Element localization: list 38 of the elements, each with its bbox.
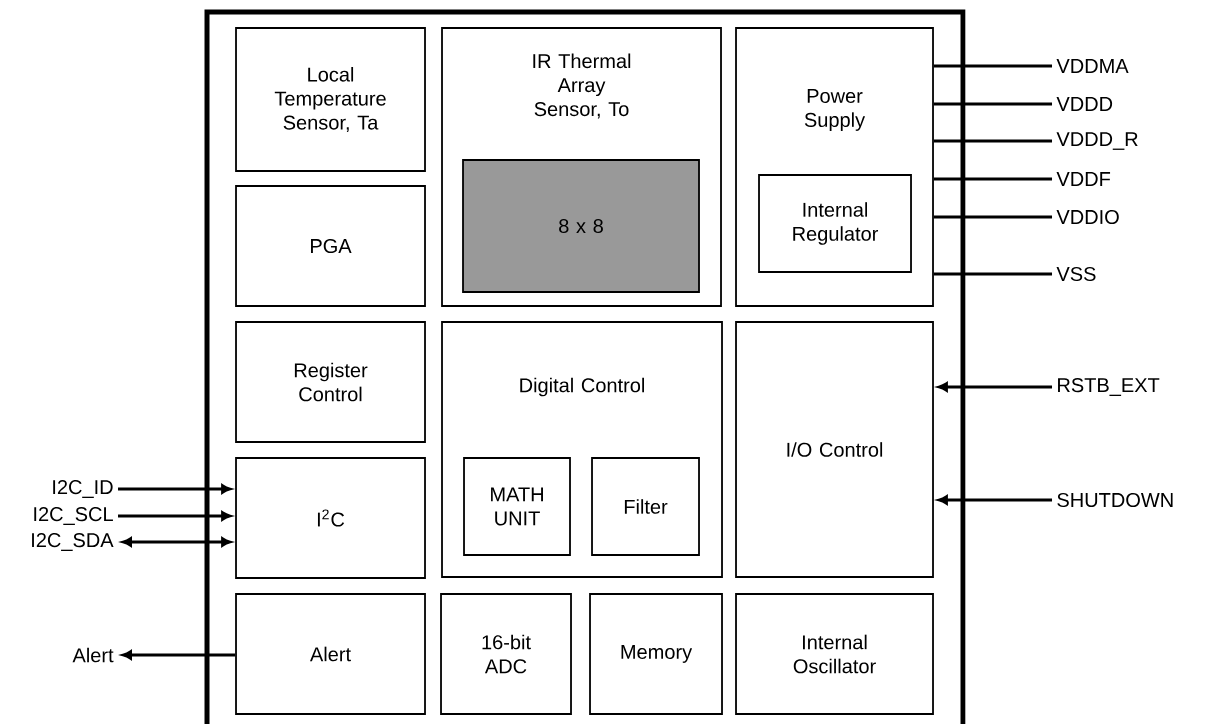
arrow <box>118 484 232 494</box>
pin-line <box>933 102 1052 106</box>
block-box: Internal Oscillator <box>735 593 934 715</box>
block-box: Register Control <box>235 321 426 443</box>
pin-label: Alert <box>72 647 114 663</box>
block-box: Local Temperature Sensor, Ta <box>235 27 426 172</box>
chip-outline <box>204 9 966 724</box>
block-box: I$^{2}$C <box>235 457 426 579</box>
block-box: Filter <box>591 457 700 556</box>
arrow <box>118 511 232 521</box>
pin-label: VDDF <box>1056 172 1111 186</box>
block-box: MATH UNIT <box>463 457 571 556</box>
block-box: PGA <box>235 185 426 307</box>
sensor-array: 8 x 8 <box>462 159 700 293</box>
pin-line <box>933 272 1052 276</box>
block-box: Memory <box>589 593 723 715</box>
pin-label: RSTB_EXT <box>1058 378 1160 396</box>
arrow <box>121 537 232 547</box>
pin-line <box>933 64 1052 68</box>
pin-label: VDDD_R <box>1056 132 1138 150</box>
arrow <box>937 495 1052 505</box>
pin-label: I2C_SDA <box>32 533 114 551</box>
block-box: I/O Control <box>735 321 934 578</box>
pin-label: SHUTDOWN <box>1057 492 1173 508</box>
arrow <box>121 650 236 660</box>
pin-label: VDDD <box>1056 97 1113 111</box>
arrow <box>937 382 1052 392</box>
pin-label: I2C_ID <box>53 480 113 498</box>
pin-label: VDDMA <box>1056 59 1129 73</box>
pin-label: VDDIO <box>1056 209 1119 225</box>
pin-line <box>933 139 1052 143</box>
block-box: 16-bit ADC <box>440 593 572 715</box>
pin-line <box>933 215 1052 219</box>
block-box: Alert <box>235 593 426 715</box>
pin-label: VSS <box>1056 266 1096 282</box>
pin-line <box>933 177 1052 181</box>
pin-label: I2C_SCL <box>34 507 113 525</box>
block-box: Internal Regulator <box>758 174 912 273</box>
